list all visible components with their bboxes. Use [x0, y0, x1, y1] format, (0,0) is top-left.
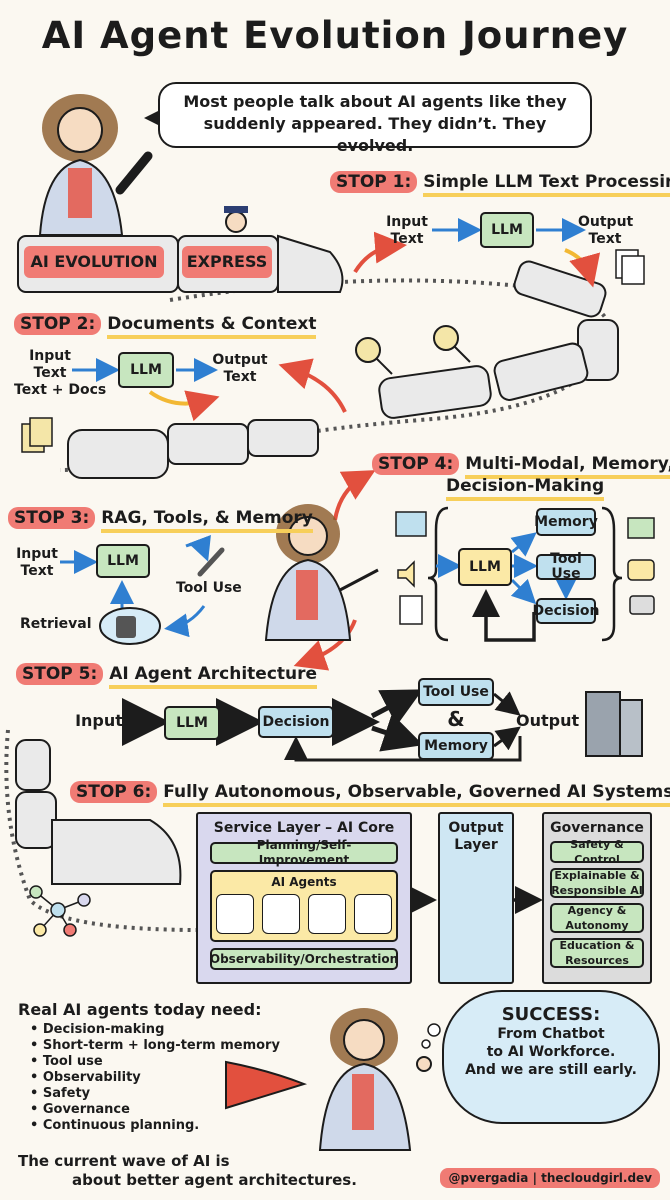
stop5-memory-box: Memory [418, 732, 494, 760]
presenter-bottom-icon [318, 1008, 432, 1151]
service-layer-panel: Service Layer – AI Core Planning/Self-Im… [196, 812, 412, 984]
stop2-heading: STOP 2: Documents & Context [14, 313, 317, 339]
agent-avatar-icon [262, 894, 300, 934]
stop4-llm-box: LLM [458, 548, 512, 586]
stop1-llm-box: LLM [480, 212, 534, 248]
gov-item-explainable: Explainable & Responsible AI [550, 868, 644, 898]
stop3-retrieval-label: Retrieval [20, 616, 92, 632]
gov-item-education: Education & Resources [550, 938, 644, 968]
list-item: Short-term + long-term memory [30, 1038, 280, 1054]
stop5-output-label: Output [516, 711, 580, 730]
success-title: SUCCESS: [501, 1004, 601, 1025]
closing-statement: The current wave of AI is about better a… [18, 1152, 378, 1190]
stop1-output-label: Output Text [578, 214, 634, 247]
stop4-memory-box: Memory [534, 508, 598, 536]
closing-line-1: The current wave of AI is [18, 1152, 230, 1170]
stop5-tool-box: Tool Use [418, 678, 494, 706]
stop4-decision-box: Decision [533, 598, 599, 624]
output-layer-panel: Output Layer [438, 812, 514, 984]
list-item: Continuous planning. [30, 1118, 280, 1134]
network-icon [29, 885, 91, 937]
stop2-name: Documents & Context [107, 314, 317, 339]
stop1-name: Simple LLM Text Processing [423, 172, 670, 197]
success-line-1: From Chatbot [497, 1026, 605, 1042]
stop4-tag: STOP 4: [372, 453, 460, 475]
stop5-decision-box: Decision [258, 706, 334, 738]
stop3-llm-box: LLM [96, 544, 150, 578]
train-car-label-2: EXPRESS [186, 252, 268, 271]
ai-agents-box: AI Agents [210, 870, 398, 942]
page-title: AI Agent Evolution Journey [41, 14, 629, 57]
governance-panel: Governance Safety & Control Explainable … [542, 812, 652, 984]
modal-input-icons [395, 511, 427, 625]
modal-output-icons [627, 517, 655, 615]
closing-line-2: about better agent architectures. [72, 1171, 357, 1189]
train-car-label-1: AI EVOLUTION [30, 252, 158, 271]
list-item: Safety [30, 1086, 280, 1102]
stop5-tag: STOP 5: [16, 663, 104, 685]
success-line-2: to AI Workforce. [486, 1044, 616, 1060]
observability-box: Observability/Orchestration [210, 948, 398, 970]
success-line-3: And we are still early. [465, 1062, 637, 1078]
list-item: Decision-making [30, 1022, 280, 1038]
gov-item-safety: Safety & Control [550, 838, 644, 866]
agent-avatar-icon [216, 894, 254, 934]
stop5-llm-box: LLM [164, 706, 220, 740]
stop2-llm-box: LLM [118, 352, 174, 388]
agent-avatar-icon [308, 894, 346, 934]
stop6-heading: STOP 6: Fully Autonomous, Observable, Go… [70, 781, 670, 807]
success-cloud: SUCCESS: From Chatbot to AI Workforce. A… [442, 990, 660, 1124]
document-icon [21, 249, 645, 453]
stop1-input-label: Input Text [386, 214, 428, 247]
list-item: Observability [30, 1070, 280, 1086]
stop4-name2: Decision-Making [446, 476, 605, 501]
stop3-input-label: Input Text [16, 546, 58, 579]
ai-agents-label: AI Agents [271, 875, 337, 889]
needs-title: Real AI agents today need: [18, 1000, 262, 1019]
intro-speech-bubble: Most people talk about AI agents like th… [144, 82, 592, 155]
stop4-heading-line2: Decision-Making [446, 476, 605, 501]
server-icon [585, 691, 643, 757]
stop3-tool-label: Tool Use [176, 580, 242, 596]
service-layer-title: Service Layer – AI Core [213, 820, 395, 836]
output-layer-title: Output Layer [448, 820, 504, 853]
stop2-output-label: Output Text [212, 352, 268, 385]
planning-box: Planning/Self-Improvement [210, 838, 398, 867]
stop6-name: Fully Autonomous, Observable, Governed A… [163, 782, 670, 807]
list-item: Tool use [30, 1054, 280, 1070]
stop5-input-label: Input [75, 711, 123, 730]
database-cloud-icon [99, 607, 161, 645]
stop4-name: Multi-Modal, Memory, [465, 454, 670, 479]
gov-item-agency: Agency & Autonomy [550, 903, 644, 933]
needs-list: Decision-making Short-term + long-term m… [30, 1022, 280, 1134]
wrench-icon [197, 547, 225, 577]
governance-title: Governance [550, 820, 644, 836]
author-handle: @pvergadia | thecloudgirl.dev [440, 1168, 660, 1188]
stop5-ampersand: & [447, 707, 465, 731]
stop3-tag: STOP 3: [8, 507, 96, 529]
presenter-middle-icon [264, 504, 379, 641]
list-item: Governance [30, 1102, 280, 1118]
stop6-tag: STOP 6: [70, 781, 158, 803]
stop1-tag: STOP 1: [330, 171, 418, 193]
magnifier-icon [355, 325, 471, 375]
bottom-train-icon [15, 739, 182, 885]
stop5-name: AI Agent Architecture [109, 664, 318, 689]
stop4-heading: STOP 4: Multi-Modal, Memory, [372, 453, 670, 479]
stop2-input-label: Input Text Text + Docs [14, 348, 107, 398]
stop2-tag: STOP 2: [14, 313, 102, 335]
presenter-top-icon [38, 94, 153, 236]
stop1-heading: STOP 1: Simple LLM Text Processing [330, 171, 670, 197]
stop3-heading: STOP 3: RAG, Tools, & Memory [8, 507, 313, 533]
robot-agent-icon [354, 894, 392, 934]
stop5-heading: STOP 5: AI Agent Architecture [16, 663, 318, 689]
stop3-name: RAG, Tools, & Memory [101, 508, 313, 533]
stop4-tool-box: Tool Use [536, 552, 596, 582]
curving-train-icon [67, 260, 619, 479]
